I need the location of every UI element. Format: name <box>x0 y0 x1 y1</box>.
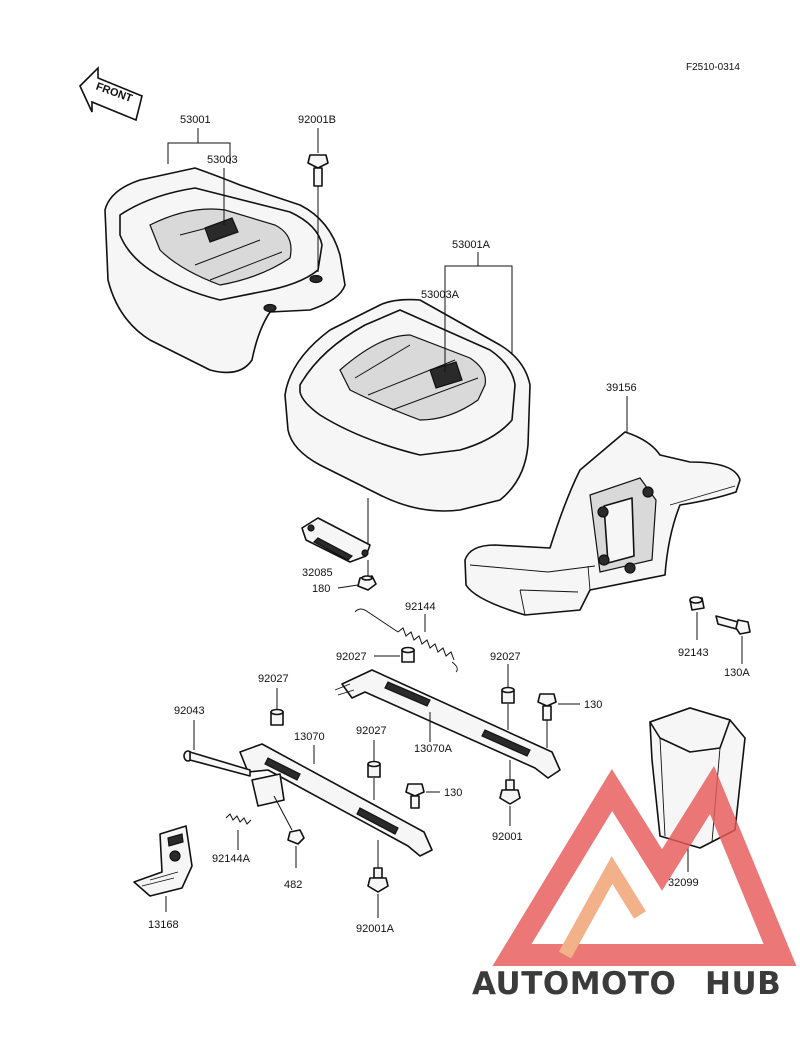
label-53003: 53003 <box>207 154 238 166</box>
label-32085: 32085 <box>302 567 333 579</box>
label-13070A: 13070A <box>414 743 453 755</box>
label-92144: 92144 <box>405 601 436 613</box>
bolt-130-upper <box>537 693 557 721</box>
label-130-upper: 130 <box>584 699 602 711</box>
label-92144A: 92144A <box>212 853 251 865</box>
bracket-13070 <box>239 743 433 857</box>
nut-180 <box>357 575 377 591</box>
label-53003A: 53003A <box>421 289 460 301</box>
label-92001A: 92001A <box>356 923 395 935</box>
label-92027-c: 92027 <box>258 673 289 685</box>
front-arrow-icon: FRONT <box>79 66 143 122</box>
label-53001: 53001 <box>180 114 211 126</box>
label-13168: 13168 <box>148 919 179 931</box>
label-92027-b: 92027 <box>490 651 521 663</box>
watermark-text-hub: HUB <box>705 966 781 1002</box>
label-92027-d: 92027 <box>356 725 387 737</box>
label-53001A: 53001A <box>452 239 491 251</box>
backrest-39156 <box>464 431 741 616</box>
pin-92043 <box>183 750 251 777</box>
bracket-13168 <box>133 825 193 897</box>
bolt-92001A <box>367 867 389 893</box>
watermark-text-automoto: AUTOMOTO <box>472 966 676 1002</box>
collar-92027-d <box>367 760 381 778</box>
label-92043: 92043 <box>174 705 205 717</box>
seat-53001A <box>284 298 531 512</box>
diagram-code: F2510-0314 <box>686 62 740 73</box>
bracket-32085 <box>301 517 371 563</box>
label-13070: 13070 <box>294 731 325 743</box>
label-92027-a: 92027 <box>336 651 367 663</box>
spring-92144 <box>354 608 458 673</box>
label-130-lower: 130 <box>444 787 462 799</box>
collar-92143 <box>689 596 705 611</box>
label-92143: 92143 <box>678 647 709 659</box>
bolt-130A <box>715 615 751 635</box>
nut-482 <box>287 829 305 845</box>
bolt-92001 <box>499 779 521 805</box>
label-180: 180 <box>312 583 330 595</box>
label-39156: 39156 <box>606 382 637 394</box>
collar-92027-b <box>501 686 515 704</box>
spring-92144A <box>225 813 252 825</box>
label-130A: 130A <box>724 667 750 679</box>
label-482: 482 <box>284 879 302 891</box>
label-92001B: 92001B <box>298 114 336 126</box>
label-92001: 92001 <box>492 831 523 843</box>
collar-92027-a <box>401 646 415 663</box>
bracket-13070A <box>334 669 561 779</box>
bolt-130-lower <box>405 783 425 809</box>
automotohub-watermark-logo: AUTOMOTO HUB <box>472 766 797 1002</box>
bolt-92001B <box>307 154 329 187</box>
collar-92027-c <box>270 708 284 726</box>
seat-53001 <box>104 167 346 374</box>
label-32099: 32099 <box>668 877 699 889</box>
